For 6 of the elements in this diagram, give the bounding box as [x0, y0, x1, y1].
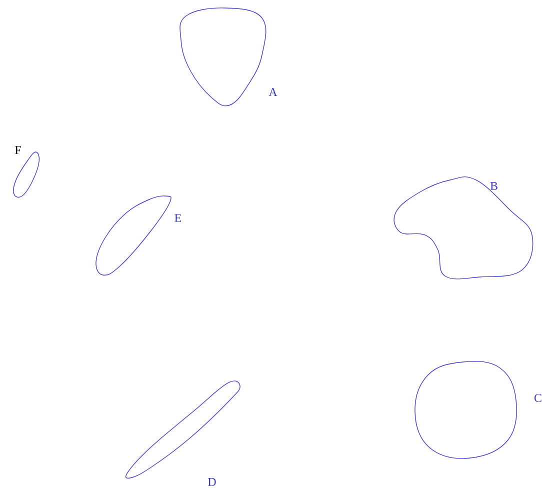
shape-label: C: [534, 394, 542, 402]
shape-label: F: [15, 146, 21, 154]
shape-label: A: [268, 88, 278, 96]
shape-label: D: [208, 478, 216, 486]
shape-label: B: [490, 182, 498, 190]
shape-label: E: [174, 214, 182, 222]
